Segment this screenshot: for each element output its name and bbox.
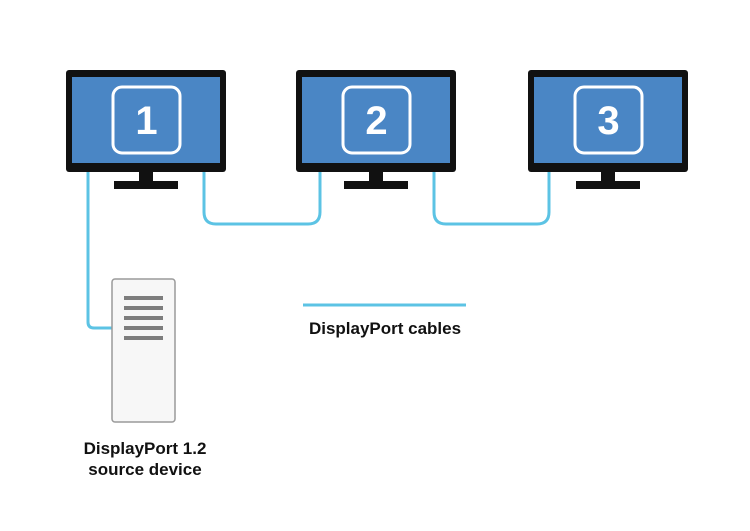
monitor-screen bbox=[72, 77, 220, 163]
cable-monitor-1-to-monitor-2 bbox=[202, 170, 322, 226]
vent-slot bbox=[124, 336, 163, 340]
tower-case bbox=[111, 278, 176, 423]
monitor-stand bbox=[344, 181, 408, 189]
vent-slot bbox=[124, 296, 163, 300]
monitor-neck bbox=[369, 172, 383, 181]
monitor-number: 2 bbox=[365, 99, 387, 143]
cable-source-to-monitor-1 bbox=[86, 170, 112, 330]
vent-slot bbox=[124, 306, 163, 310]
monitor-screen bbox=[302, 77, 450, 163]
source-device-label-line-1: DisplayPort 1.2 bbox=[83, 439, 207, 458]
monitor-number: 3 bbox=[597, 99, 619, 143]
source-device bbox=[111, 278, 176, 423]
number-badge bbox=[111, 85, 182, 155]
monitor-2: 2 bbox=[296, 70, 456, 189]
number-badge bbox=[341, 85, 412, 155]
monitor-screen bbox=[534, 77, 682, 163]
legend-label: DisplayPort cables bbox=[308, 319, 462, 338]
source-device-label: DisplayPort 1.2 source device bbox=[60, 438, 230, 480]
vent-slot bbox=[124, 326, 163, 330]
monitor-stand bbox=[576, 181, 640, 189]
number-badge bbox=[573, 85, 644, 155]
monitor-stand bbox=[114, 181, 178, 189]
monitor-1: 1 bbox=[66, 70, 226, 189]
vent-slot bbox=[124, 316, 163, 320]
monitor-number: 1 bbox=[135, 99, 157, 143]
monitor-neck bbox=[601, 172, 615, 181]
monitor-3: 3 bbox=[528, 70, 688, 189]
source-device-label-line-2: source device bbox=[88, 460, 202, 479]
monitor-neck bbox=[139, 172, 153, 181]
cable-monitor-2-to-monitor-3 bbox=[432, 170, 551, 226]
